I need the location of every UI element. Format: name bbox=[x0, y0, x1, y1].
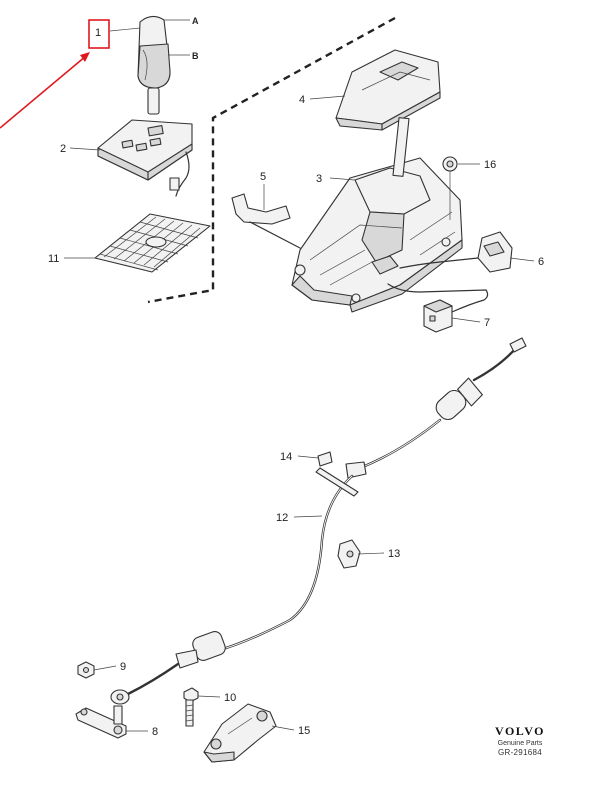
callout-5: 5 bbox=[260, 171, 266, 183]
part-12-shift-cable[interactable] bbox=[110, 337, 527, 705]
callout-2: 2 bbox=[60, 143, 66, 155]
callout-9: 9 bbox=[120, 661, 126, 673]
volvo-logo: VOLVO bbox=[495, 724, 545, 738]
assembly-group-boundary bbox=[147, 16, 396, 304]
callout-10: 10 bbox=[224, 692, 236, 704]
highlight-box bbox=[88, 19, 110, 49]
callout-13: 13 bbox=[388, 548, 400, 560]
callout-6: 6 bbox=[538, 256, 544, 268]
part-5-bracket[interactable] bbox=[231, 193, 301, 249]
part-14-clip[interactable] bbox=[315, 451, 359, 497]
part-8-lever-arm[interactable] bbox=[75, 705, 127, 739]
callout-a: A bbox=[192, 16, 199, 26]
part-3-shifter-housing[interactable] bbox=[291, 117, 463, 313]
callout-b: B bbox=[192, 51, 199, 61]
highlight-annotation bbox=[0, 19, 110, 129]
part-10-bolt[interactable] bbox=[183, 687, 199, 727]
highlight-arrow-head bbox=[80, 52, 90, 62]
part-1-gear-knob[interactable] bbox=[137, 15, 171, 115]
callout-7: 7 bbox=[484, 317, 490, 329]
callout-14: 14 bbox=[280, 451, 292, 463]
callout-11: 11 bbox=[48, 253, 59, 265]
brand-tagline: Genuine Parts bbox=[497, 740, 543, 747]
part-9-nut[interactable] bbox=[77, 661, 95, 679]
leader-lines bbox=[64, 19, 535, 732]
callout-8: 8 bbox=[152, 726, 158, 738]
highlight-arrow bbox=[0, 55, 87, 129]
callout-4: 4 bbox=[299, 94, 305, 106]
part-16-nut[interactable] bbox=[442, 156, 458, 220]
part-15-mounting-bracket[interactable] bbox=[203, 703, 277, 763]
callout-15: 15 bbox=[298, 725, 310, 737]
diagram-reference: GR-291684 bbox=[497, 748, 543, 757]
part-11-rubber-mat[interactable] bbox=[94, 213, 211, 273]
part-13-holder[interactable] bbox=[337, 539, 361, 569]
callout-3: 3 bbox=[316, 173, 322, 185]
part-2-indicator-panel[interactable] bbox=[97, 119, 193, 197]
callout-1: 1 bbox=[95, 27, 101, 39]
part-6-switch[interactable] bbox=[399, 231, 513, 273]
part-4-top-cover[interactable] bbox=[335, 49, 441, 131]
callout-12: 12 bbox=[276, 512, 288, 524]
part-7-connector[interactable] bbox=[387, 283, 489, 333]
brand-block: VOLVO Genuine Parts GR-291684 bbox=[480, 724, 560, 757]
callout-labels: 1 A B 2 3 4 5 6 7 8 9 10 11 12 13 14 15 … bbox=[48, 16, 544, 738]
callout-16: 16 bbox=[484, 159, 496, 171]
